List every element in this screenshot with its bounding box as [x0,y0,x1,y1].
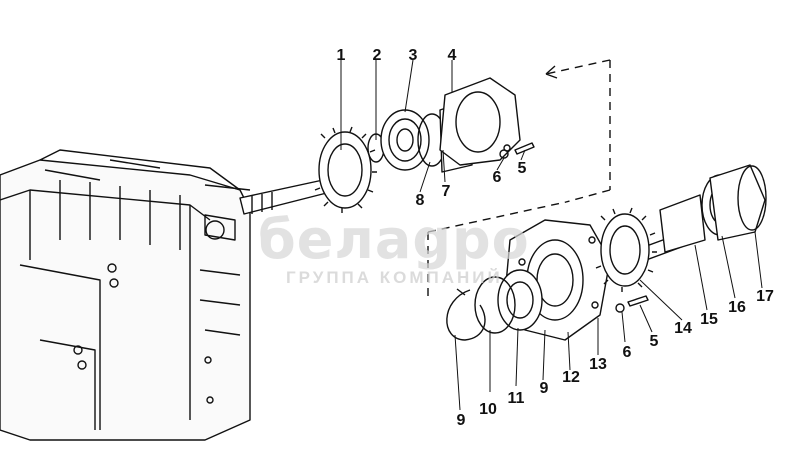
arrow-head [545,65,558,79]
callout-17: 17 [756,288,774,305]
watermark-logo: белаgро [258,208,530,271]
callout-4: 4 [447,47,457,64]
callout-5-low: 5 [649,333,659,350]
bearing-3 [380,109,430,171]
callout-13: 13 [589,356,607,373]
bearing-11 [497,269,543,331]
watermark-subtitle: ГРУППА КОМПАНИЙ [286,268,503,287]
circlip-9 [446,288,486,341]
callout-9-bottom: 9 [456,412,466,429]
callout-8: 8 [415,192,425,209]
callout-2: 2 [372,47,382,64]
callout-16: 16 [728,299,746,316]
dashed-leader [427,59,611,300]
callout-1: 1 [336,47,346,64]
callout-3: 3 [408,47,418,64]
callout-7: 7 [441,183,451,200]
callout-9-mid: 9 [539,380,549,397]
gear-1 [314,126,377,213]
leader-lines [340,59,763,411]
shaft-15 [659,194,706,253]
gearbox-housing [0,149,251,441]
gear-14 [595,207,657,292]
callout-11: 11 [507,390,525,407]
callout-10: 10 [479,401,497,418]
callout-5-top: 5 [517,160,527,177]
bolt-lower [615,295,649,313]
callout-12: 12 [562,369,580,386]
callout-14: 14 [674,320,692,337]
callout-15: 15 [700,311,718,328]
callout-6-top: 6 [492,169,502,186]
callout-6-low: 6 [622,344,632,361]
housing-17 [709,164,767,241]
snap-ring-10 [474,276,516,334]
